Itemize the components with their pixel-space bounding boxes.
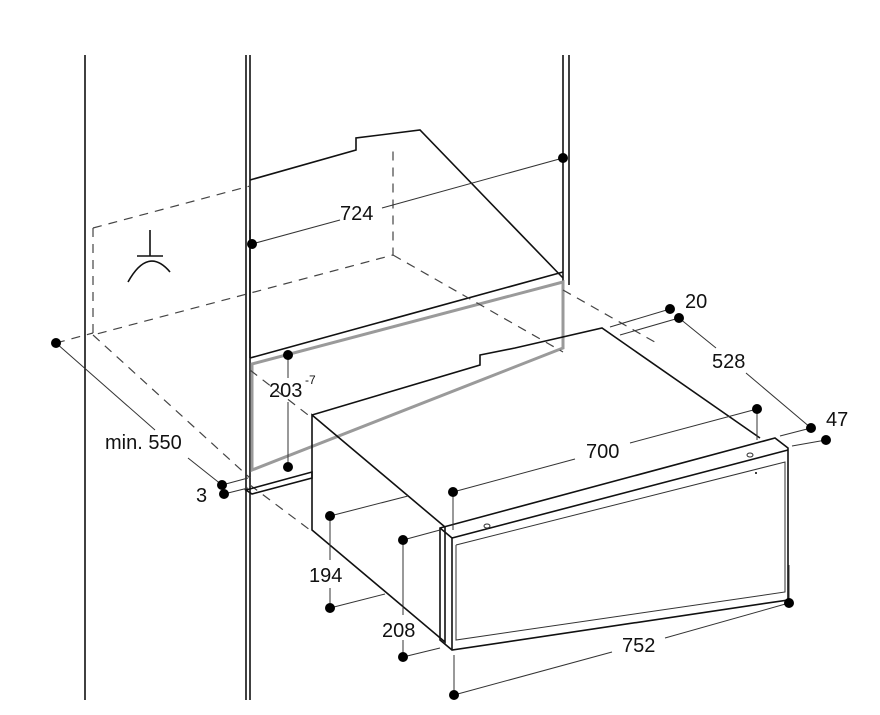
- wall-socket-symbol: [127, 230, 171, 283]
- cabinet-walls: [84, 55, 570, 700]
- dim-body-height: 194: [309, 565, 342, 587]
- hidden-lines: [55, 150, 661, 531]
- dim-niche-tolerance: -7: [305, 373, 316, 387]
- dim-niche-height: 203: [269, 380, 302, 402]
- dim-body-width: 700: [586, 441, 619, 463]
- niche-outline: [250, 280, 565, 473]
- warming-drawer: [311, 327, 789, 651]
- dim-top-offset: 20: [685, 291, 707, 313]
- dim-min-depth: min. 550: [105, 432, 182, 454]
- dim-front-height: 208: [382, 620, 415, 642]
- dim-cabinet-width: 724: [340, 203, 373, 225]
- niche-shelf: [244, 470, 313, 495]
- dim-front-width: 752: [622, 635, 655, 657]
- dim-gap: 3: [196, 485, 207, 507]
- dimension-dots: [51, 153, 831, 700]
- side-face: [311, 413, 446, 644]
- dimension-lines: [55, 157, 827, 696]
- upper-cavity: [249, 129, 564, 359]
- dim-front-depth: 47: [826, 409, 848, 431]
- dim-appliance-depth: 528: [712, 351, 745, 373]
